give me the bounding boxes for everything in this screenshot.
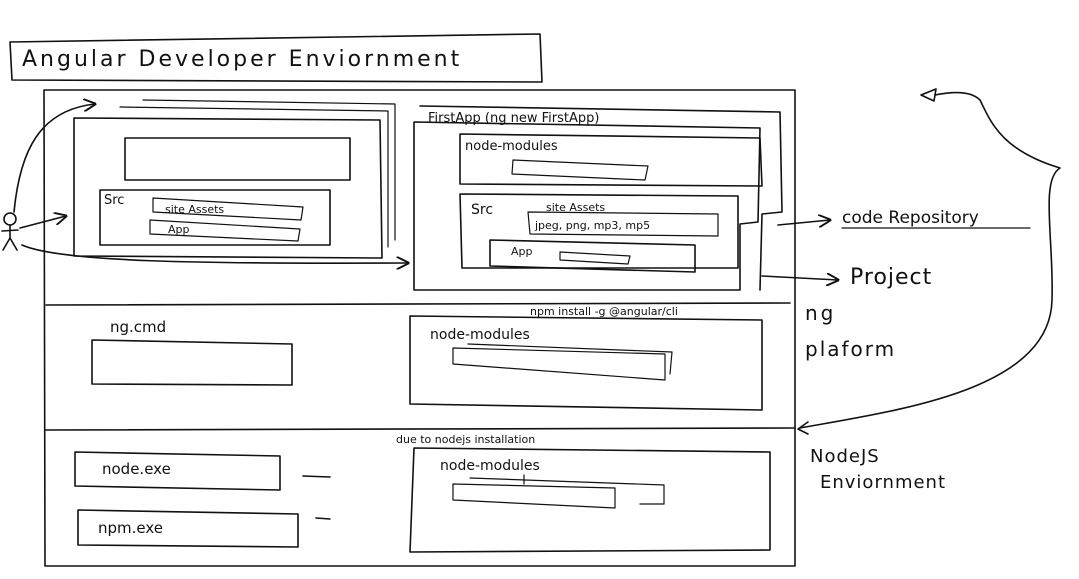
first-app-app-label: App: [511, 245, 533, 258]
output-arrows: [761, 220, 838, 280]
ng-platform-label-line2: plaform: [805, 337, 896, 361]
first-app-file-types: jpeg, png, mp3, mp5: [534, 219, 650, 232]
left-app-label: App: [168, 223, 190, 236]
first-app-site-assets-label: site Assets: [546, 201, 605, 214]
nodejs-node-modules-container: [409, 447, 771, 553]
left-project-stack: Src site Assets App: [73, 99, 396, 259]
first-app-app-box: [489, 239, 696, 273]
nodejs-label-line1: NodeJS: [810, 446, 880, 467]
npm-exe-dash: [315, 517, 331, 520]
outer-frame: [43, 89, 796, 567]
nodejs-row: due to nodejs installation node.exe npm.…: [74, 433, 771, 553]
divider-top: [45, 302, 791, 306]
left-project-window: [73, 117, 383, 259]
first-app-src-label: Src: [471, 202, 493, 218]
left-src-box: [99, 189, 331, 246]
npm-install-command: npm install -g @angular/cli: [530, 305, 678, 318]
divider-bottom: [45, 427, 796, 431]
first-app-stack: FirstApp (ng new FirstApp) node-modules …: [413, 105, 783, 291]
left-app-box: [149, 219, 301, 242]
ng-platform-label-line1: ng: [805, 301, 836, 325]
ng-node-modules-container: [409, 315, 763, 411]
code-repository-label: code Repository: [842, 208, 979, 228]
left-src-label: Src: [104, 193, 124, 208]
first-app-src-box: [459, 193, 739, 269]
left-site-assets-label: site Assets: [165, 203, 224, 216]
first-app-window: [413, 121, 761, 291]
developer-figure-icon: [1, 212, 19, 251]
nodejs-install-note: due to nodejs installation: [396, 433, 535, 446]
first-app-header: FirstApp (ng new FirstApp): [428, 111, 599, 126]
title-box: Angular Developer Enviornment: [9, 33, 543, 83]
first-app-node-modules-box: [459, 133, 763, 187]
ng-cmd-box: [91, 339, 293, 386]
ng-platform-row: npm install -g @angular/cli ng.cmd node-…: [91, 305, 763, 411]
diagram-title: Angular Developer Enviornment: [22, 47, 462, 72]
npm-exe-box: [77, 509, 299, 548]
first-app-site-assets-box: [527, 211, 719, 237]
developer-arrows: [13, 104, 408, 263]
left-site-assets-box: [152, 197, 304, 221]
nodejs-node-modules-label: node-modules: [440, 458, 540, 474]
node-exe-box: [74, 451, 281, 491]
first-app-node-modules-label: node-modules: [465, 139, 558, 154]
node-exe-label: node.exe: [102, 460, 171, 478]
feedback-loop-arrow: [797, 88, 1061, 435]
ng-cmd-label: ng.cmd: [110, 318, 166, 336]
node-exe-dash: [302, 475, 331, 478]
ng-node-modules-label: node-modules: [430, 327, 530, 343]
left-placeholder-box: [124, 137, 351, 181]
nodejs-label-line2: Enviornment: [820, 472, 946, 493]
project-label: Project: [850, 265, 932, 290]
npm-exe-label: npm.exe: [98, 519, 163, 537]
